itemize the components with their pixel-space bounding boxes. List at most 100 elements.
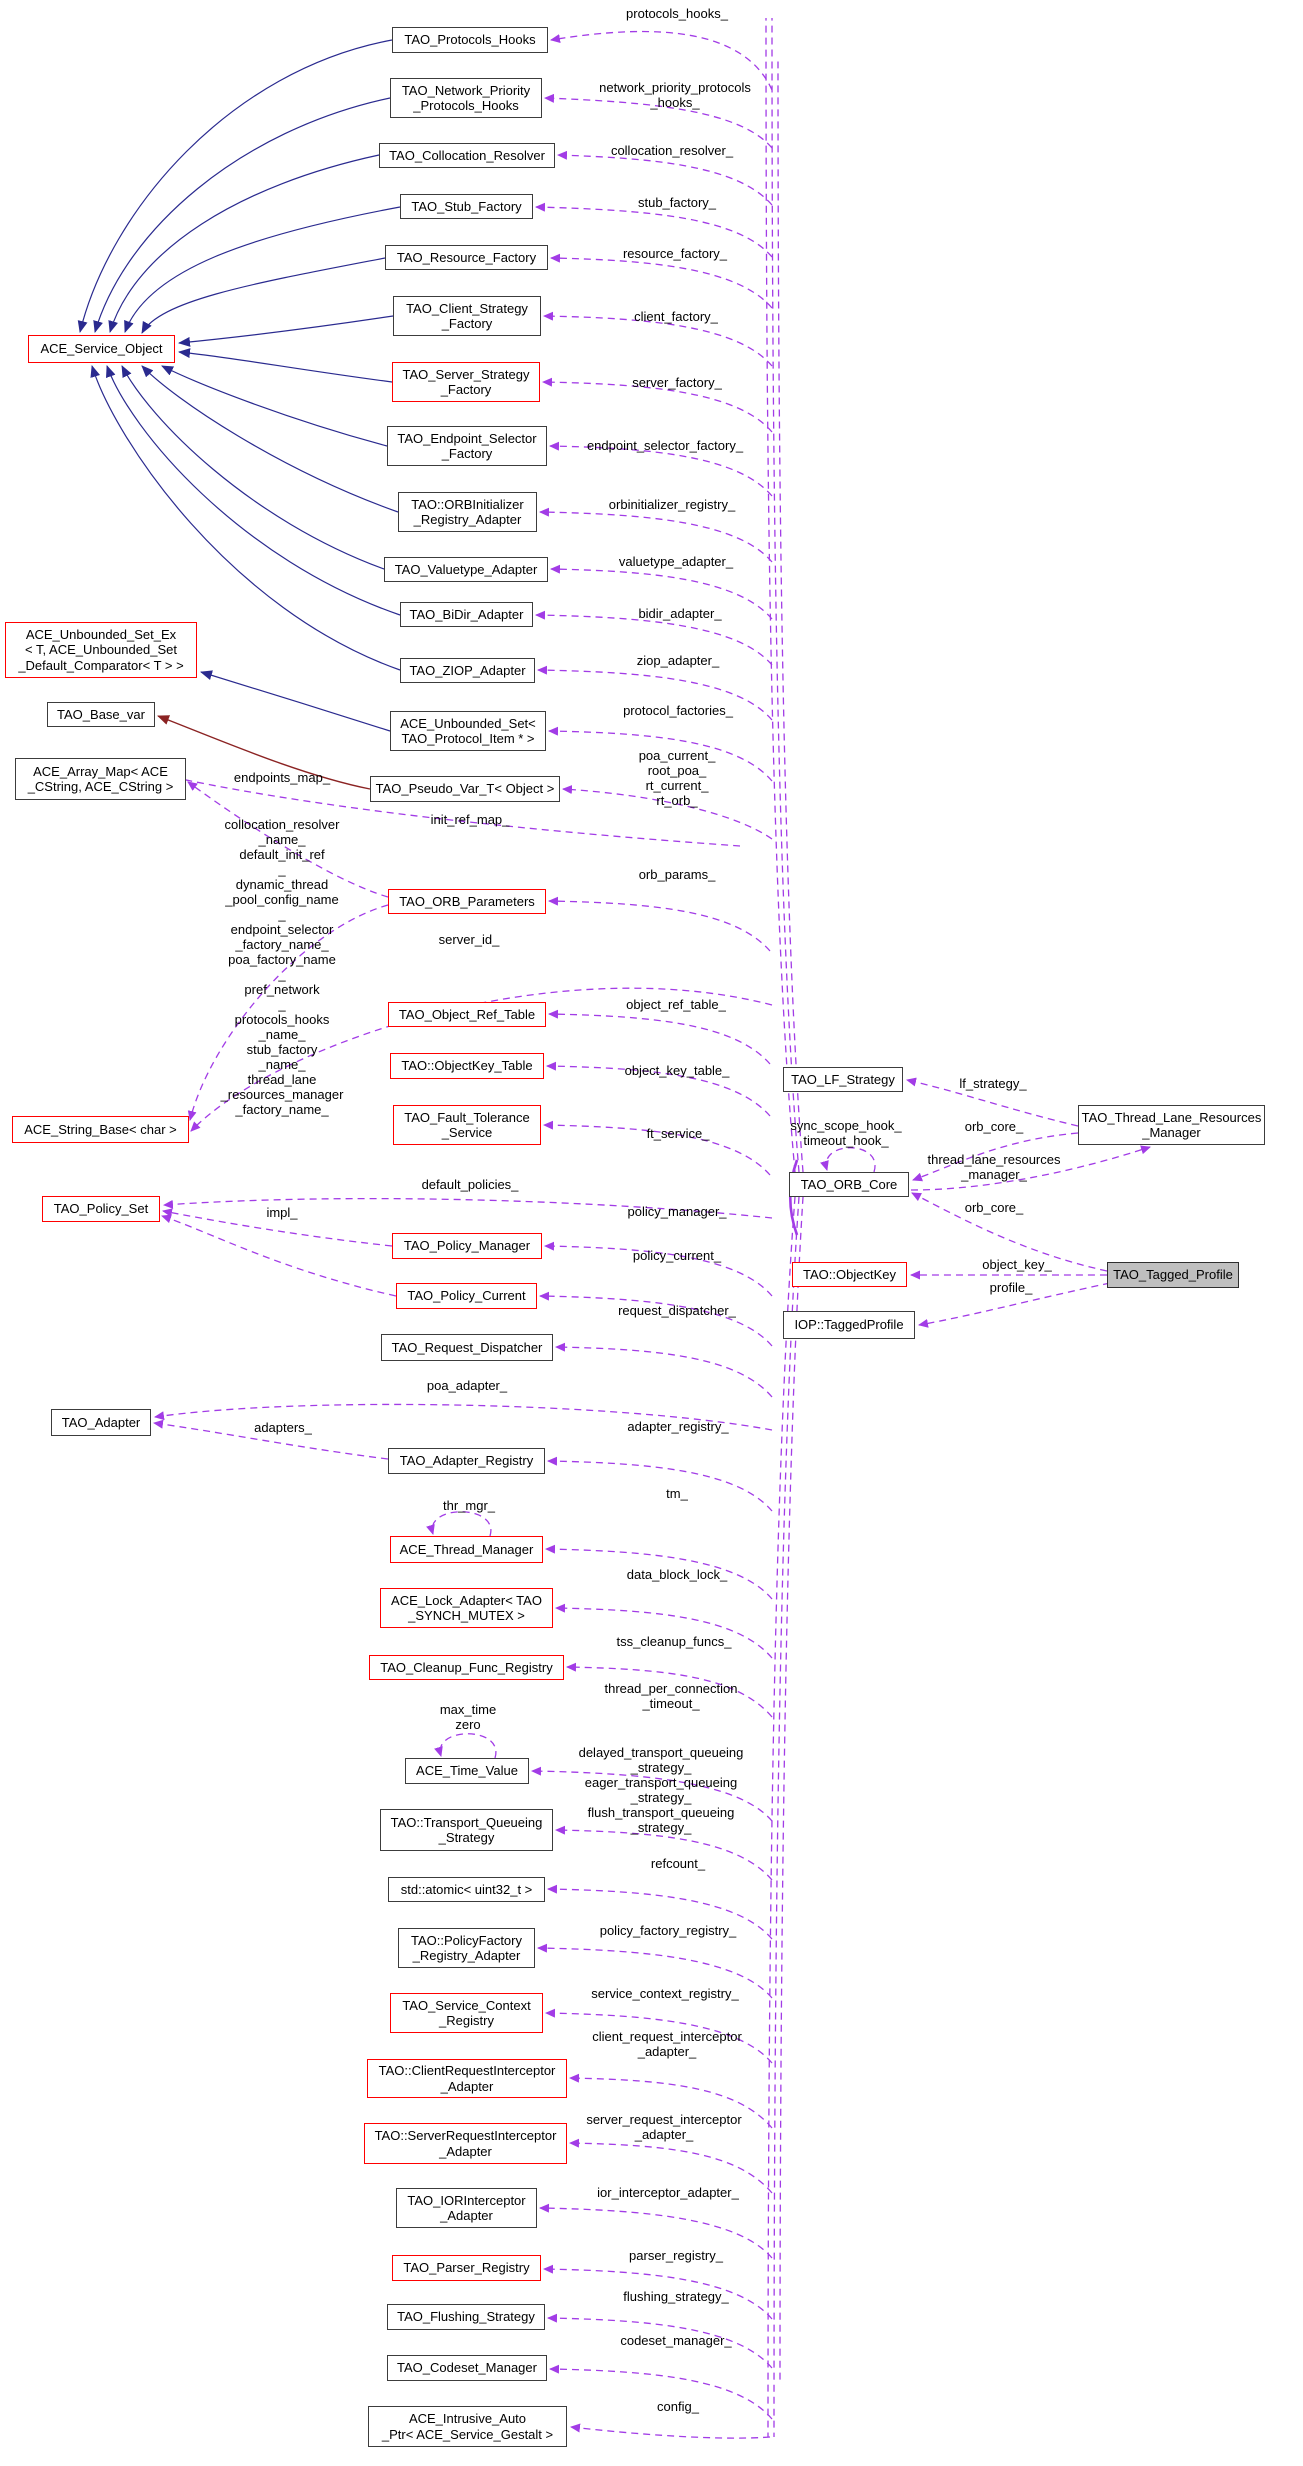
node-tao-lf-strategy[interactable]: TAO_LF_Strategy	[783, 1067, 903, 1092]
node-tao-endpoint-selector-factory[interactable]: TAO_Endpoint_Selector _Factory	[387, 426, 547, 466]
node-ace-lock-adapter[interactable]: ACE_Lock_Adapter< TAO _SYNCH_MUTEX >	[380, 1588, 553, 1628]
edge-trunk	[773, 1196, 800, 2438]
edge-navy	[108, 154, 380, 333]
node-tao-pseudo-var-t[interactable]: TAO_Pseudo_Var_T< Object >	[370, 776, 560, 802]
edge-label-poa-current-group: poa_current_ root_poa_ rt_current_ rt_or…	[638, 748, 716, 808]
edge-dashed	[569, 2138, 773, 2194]
edge-dashed	[549, 441, 773, 497]
edge-label-client-request-interceptor-adapter: client_request_interceptor _adapter_	[592, 2029, 742, 2059]
edge-label-resource-factory: resource_factory_	[622, 246, 728, 261]
edge-dashed	[545, 1544, 773, 1600]
node-tao-orb-parameters[interactable]: TAO_ORB_Parameters	[388, 889, 546, 914]
edge-label-request-dispatcher: request_dispatcher_	[618, 1303, 736, 1318]
edge-label-adapter-registry: adapter_registry_	[627, 1419, 729, 1434]
edge-label-thread-lane-resources-manager: thread_lane_resources _manager_	[927, 1152, 1061, 1182]
edge-label-sync-scope-hook: sync_scope_hook_ timeout_hook_	[790, 1118, 902, 1148]
node-tao-object-ref-table[interactable]: TAO_Object_Ref_Table	[388, 1002, 546, 1027]
edge-label-data-block-lock: data_block_lock_	[626, 1567, 728, 1582]
node-tao-serverrequestinterceptor-adapter[interactable]: TAO::ServerRequestInterceptor _Adapter	[364, 2123, 567, 2164]
node-tao-thread-lane-resources-manager[interactable]: TAO_Thread_Lane_Resources _Manager	[1078, 1105, 1265, 1145]
node-tao-clientrequestinterceptor-adapter[interactable]: TAO::ClientRequestInterceptor _Adapter	[367, 2059, 567, 2098]
edge-dashed	[547, 2313, 773, 2369]
node-tao-policy-manager[interactable]: TAO_Policy_Manager	[392, 1233, 542, 1259]
edge-label-policy-manager: policy_manager_	[627, 1204, 727, 1219]
edge-navy	[90, 365, 401, 671]
edge-dashed	[820, 1147, 876, 1173]
edge-label-thread-per-connection-timeout: thread_per_connection _timeout_	[604, 1681, 738, 1711]
node-ace-thread-manager[interactable]: ACE_Thread_Manager	[390, 1536, 543, 1563]
edge-navy	[121, 365, 385, 570]
node-tao-parser-registry[interactable]: TAO_Parser_Registry	[392, 2255, 541, 2281]
node-ace-time-value[interactable]: ACE_Time_Value	[405, 1758, 529, 1784]
edge-dashed	[187, 904, 389, 1121]
node-ace-array-map[interactable]: ACE_Array_Map< ACE _CString, ACE_CString…	[15, 758, 186, 800]
node-tao-cleanup-func-registry[interactable]: TAO_Cleanup_Func_Registry	[369, 1655, 564, 1680]
edge-trunk	[771, 17, 800, 1173]
node-tao-stub-factory[interactable]: TAO_Stub_Factory	[400, 194, 533, 219]
edge-label-server-factory: server_factory_	[632, 375, 722, 390]
node-tao-base-var[interactable]: TAO_Base_var	[47, 702, 155, 727]
node-tao-orb-core[interactable]: TAO_ORB_Core	[789, 1172, 909, 1197]
node-tao-fault-tolerance-service[interactable]: TAO_Fault_Tolerance _Service	[393, 1105, 541, 1145]
node-ace-service-object[interactable]: ACE_Service_Object	[28, 335, 175, 363]
node-tao-policyfactory-registry-adapter[interactable]: TAO::PolicyFactory _Registry_Adapter	[398, 1928, 535, 1968]
node-tao-codeset-manager[interactable]: TAO_Codeset_Manager	[387, 2355, 547, 2381]
node-tao-orbinitializer-registry-adapter[interactable]: TAO::ORBInitializer _Registry_Adapter	[398, 492, 537, 532]
node-tao-server-strategy-factory[interactable]: TAO_Server_Strategy _Factory	[392, 362, 540, 402]
edge-trunk	[779, 1196, 804, 2381]
node-tao-valuetype-adapter[interactable]: TAO_Valuetype_Adapter	[384, 557, 548, 582]
edge-label-adapters: adapters_	[254, 1420, 312, 1435]
edge-dashed	[161, 1214, 397, 1297]
edge-dashed	[154, 1403, 773, 1431]
edge-dashed	[555, 1825, 773, 1881]
edge-dashed	[570, 2423, 771, 2439]
node-tao-ziop-adapter[interactable]: TAO_ZIOP_Adapter	[400, 658, 535, 683]
node-tao-service-context-registry[interactable]: TAO_Service_Context _Registry	[390, 1993, 543, 2033]
node-tao-flushing-strategy[interactable]: TAO_Flushing_Strategy	[387, 2304, 545, 2330]
node-std-atomic-uint32[interactable]: std::atomic< uint32_t >	[388, 1877, 545, 1902]
edge-dashed	[548, 1009, 771, 1065]
edge-dashed	[548, 896, 771, 952]
node-tao-objectkey-table[interactable]: TAO::ObjectKey_Table	[390, 1053, 544, 1079]
edge-navy	[124, 206, 401, 333]
edge-label-orb-core-upper: orb_core_	[964, 1119, 1024, 1134]
edge-dashed	[426, 1511, 492, 1537]
node-tao-resource-factory[interactable]: TAO_Resource_Factory	[385, 245, 548, 270]
node-tao-iorinterceptor-adapter[interactable]: TAO_IORInterceptor _Adapter	[396, 2188, 537, 2228]
edge-label-bidir-adapter: bidir_adapter_	[638, 606, 722, 621]
edge-navy	[200, 670, 391, 732]
node-tao-policy-set[interactable]: TAO_Policy_Set	[42, 1196, 160, 1222]
node-tao-client-strategy-factory[interactable]: TAO_Client_Strategy _Factory	[393, 296, 541, 336]
node-tao-bidir-adapter[interactable]: TAO_BiDir_Adapter	[400, 602, 533, 627]
edge-label-default-policies: default_policies_	[421, 1177, 519, 1192]
node-ace-unbounded-set-ex[interactable]: ACE_Unbounded_Set_Ex < T, ACE_Unbounded_…	[5, 622, 197, 678]
node-tao-collocation-resolver[interactable]: TAO_Collocation_Resolver	[379, 143, 555, 168]
edge-dashed	[535, 610, 773, 666]
node-tao-objectkey[interactable]: TAO::ObjectKey	[792, 1262, 907, 1287]
edge-label-ior-interceptor-adapter: ior_interceptor_adapter_	[597, 2185, 739, 2200]
node-ace-string-base[interactable]: ACE_String_Base< char >	[12, 1116, 189, 1143]
node-iop-taggedprofile[interactable]: IOP::TaggedProfile	[783, 1311, 915, 1339]
node-tao-policy-current[interactable]: TAO_Policy_Current	[396, 1283, 537, 1309]
edge-label-poa-adapter: poa_adapter_	[426, 1378, 508, 1393]
edge-darkred	[157, 715, 371, 790]
edge-label-policy-current: policy_current_	[632, 1248, 722, 1263]
edge-dashed	[544, 93, 773, 149]
edge-trunk	[777, 59, 804, 1173]
edge-dashed	[912, 1132, 1079, 1182]
node-tao-network-priority-protocols-hooks[interactable]: TAO_Network_Priority _Protocols_Hooks	[390, 78, 542, 118]
node-ace-unbounded-set-protocol-item[interactable]: ACE_Unbounded_Set< TAO_Protocol_Item * >	[390, 711, 546, 751]
edge-dashed	[535, 202, 773, 258]
node-tao-request-dispatcher[interactable]: TAO_Request_Dispatcher	[381, 1334, 553, 1361]
edge-label-object-ref-table: object_ref_table_	[626, 997, 726, 1012]
edge-label-protocol-factories: protocol_factories_	[623, 703, 733, 718]
node-tao-transport-queueing-strategy[interactable]: TAO::Transport_Queueing _Strategy	[380, 1809, 553, 1851]
node-tao-protocols-hooks[interactable]: TAO_Protocols_Hooks	[392, 27, 548, 53]
node-tao-adapter[interactable]: TAO_Adapter	[51, 1409, 151, 1436]
node-tao-adapter-registry[interactable]: TAO_Adapter_Registry	[388, 1448, 545, 1474]
edge-trunksolid	[789, 1159, 799, 1236]
edge-dashed	[545, 2008, 773, 2064]
node-ace-intrusive-auto-ptr[interactable]: ACE_Intrusive_Auto _Ptr< ACE_Service_Ges…	[368, 2406, 567, 2447]
edge-label-collocation-resolver: collocation_resolver_	[610, 143, 734, 158]
